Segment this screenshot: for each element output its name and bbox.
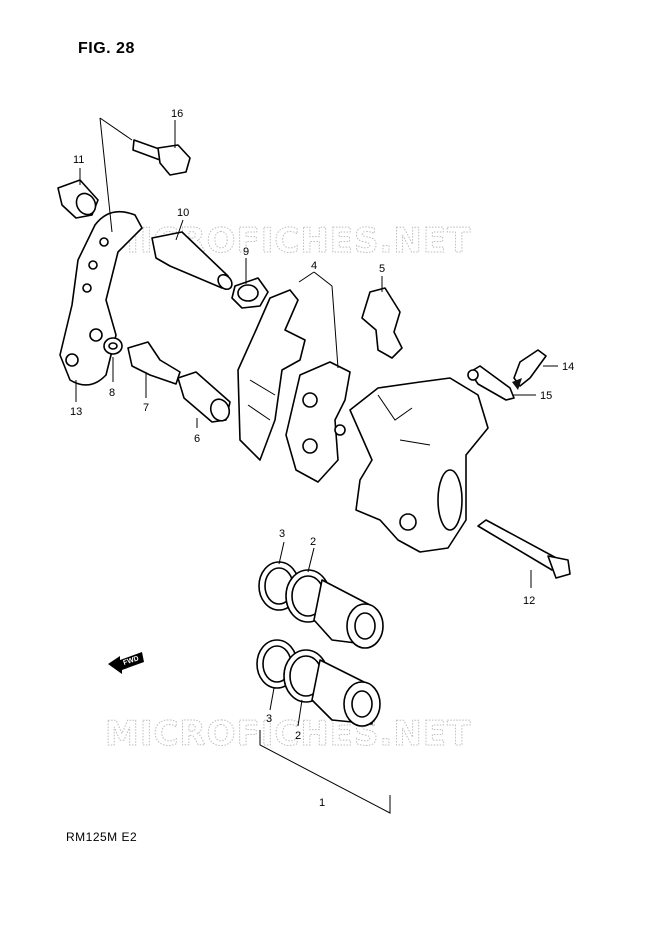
callout-11: 11 (73, 154, 84, 166)
pin-6 (177, 371, 231, 423)
callout-3-lower: 3 (266, 713, 272, 725)
callout-12: 12 (523, 595, 535, 607)
figure-title: FIG. 28 (78, 40, 135, 57)
callout-1: 1 (319, 797, 325, 809)
pad-spring-5 (361, 287, 403, 359)
callout-3-upper: 3 (279, 528, 285, 540)
callout-9: 9 (243, 246, 249, 258)
callout-6: 6 (194, 433, 200, 445)
bleeder-cap-15 (467, 365, 515, 401)
callout-15: 15 (540, 390, 552, 402)
piston-set-upper (258, 561, 384, 649)
callout-14: 14 (562, 361, 574, 373)
slide-pin-12 (477, 519, 571, 579)
watermark-bottom: MICROFICHES.NET (105, 714, 471, 754)
fwd-arrow-icon: FWD (108, 652, 144, 674)
callout-13: 13 (70, 406, 82, 418)
model-code: RM125M E2 (66, 830, 138, 844)
svg-text:FWD: FWD (122, 655, 139, 667)
pin-7 (127, 341, 181, 385)
caliper-body (349, 377, 489, 553)
brake-pads-4 (237, 289, 351, 483)
callout-2-upper: 2 (310, 536, 316, 548)
collar-11 (57, 179, 99, 219)
bolt-16 (132, 139, 191, 176)
callout-8: 8 (109, 387, 115, 399)
callout-5: 5 (379, 263, 385, 275)
boot-9 (231, 277, 269, 309)
pin-10 (151, 231, 233, 291)
bleeder-valve-14 (512, 349, 547, 390)
callout-4: 4 (311, 260, 317, 272)
callout-2-lower: 2 (295, 730, 301, 742)
piston-set-lower (256, 639, 381, 727)
callout-10: 10 (177, 207, 189, 219)
caliper-bracket-13 (59, 210, 143, 386)
callout-7: 7 (143, 402, 149, 414)
callout-16: 16 (171, 108, 183, 120)
leader-lines (75, 117, 558, 814)
washer-8 (103, 337, 123, 355)
